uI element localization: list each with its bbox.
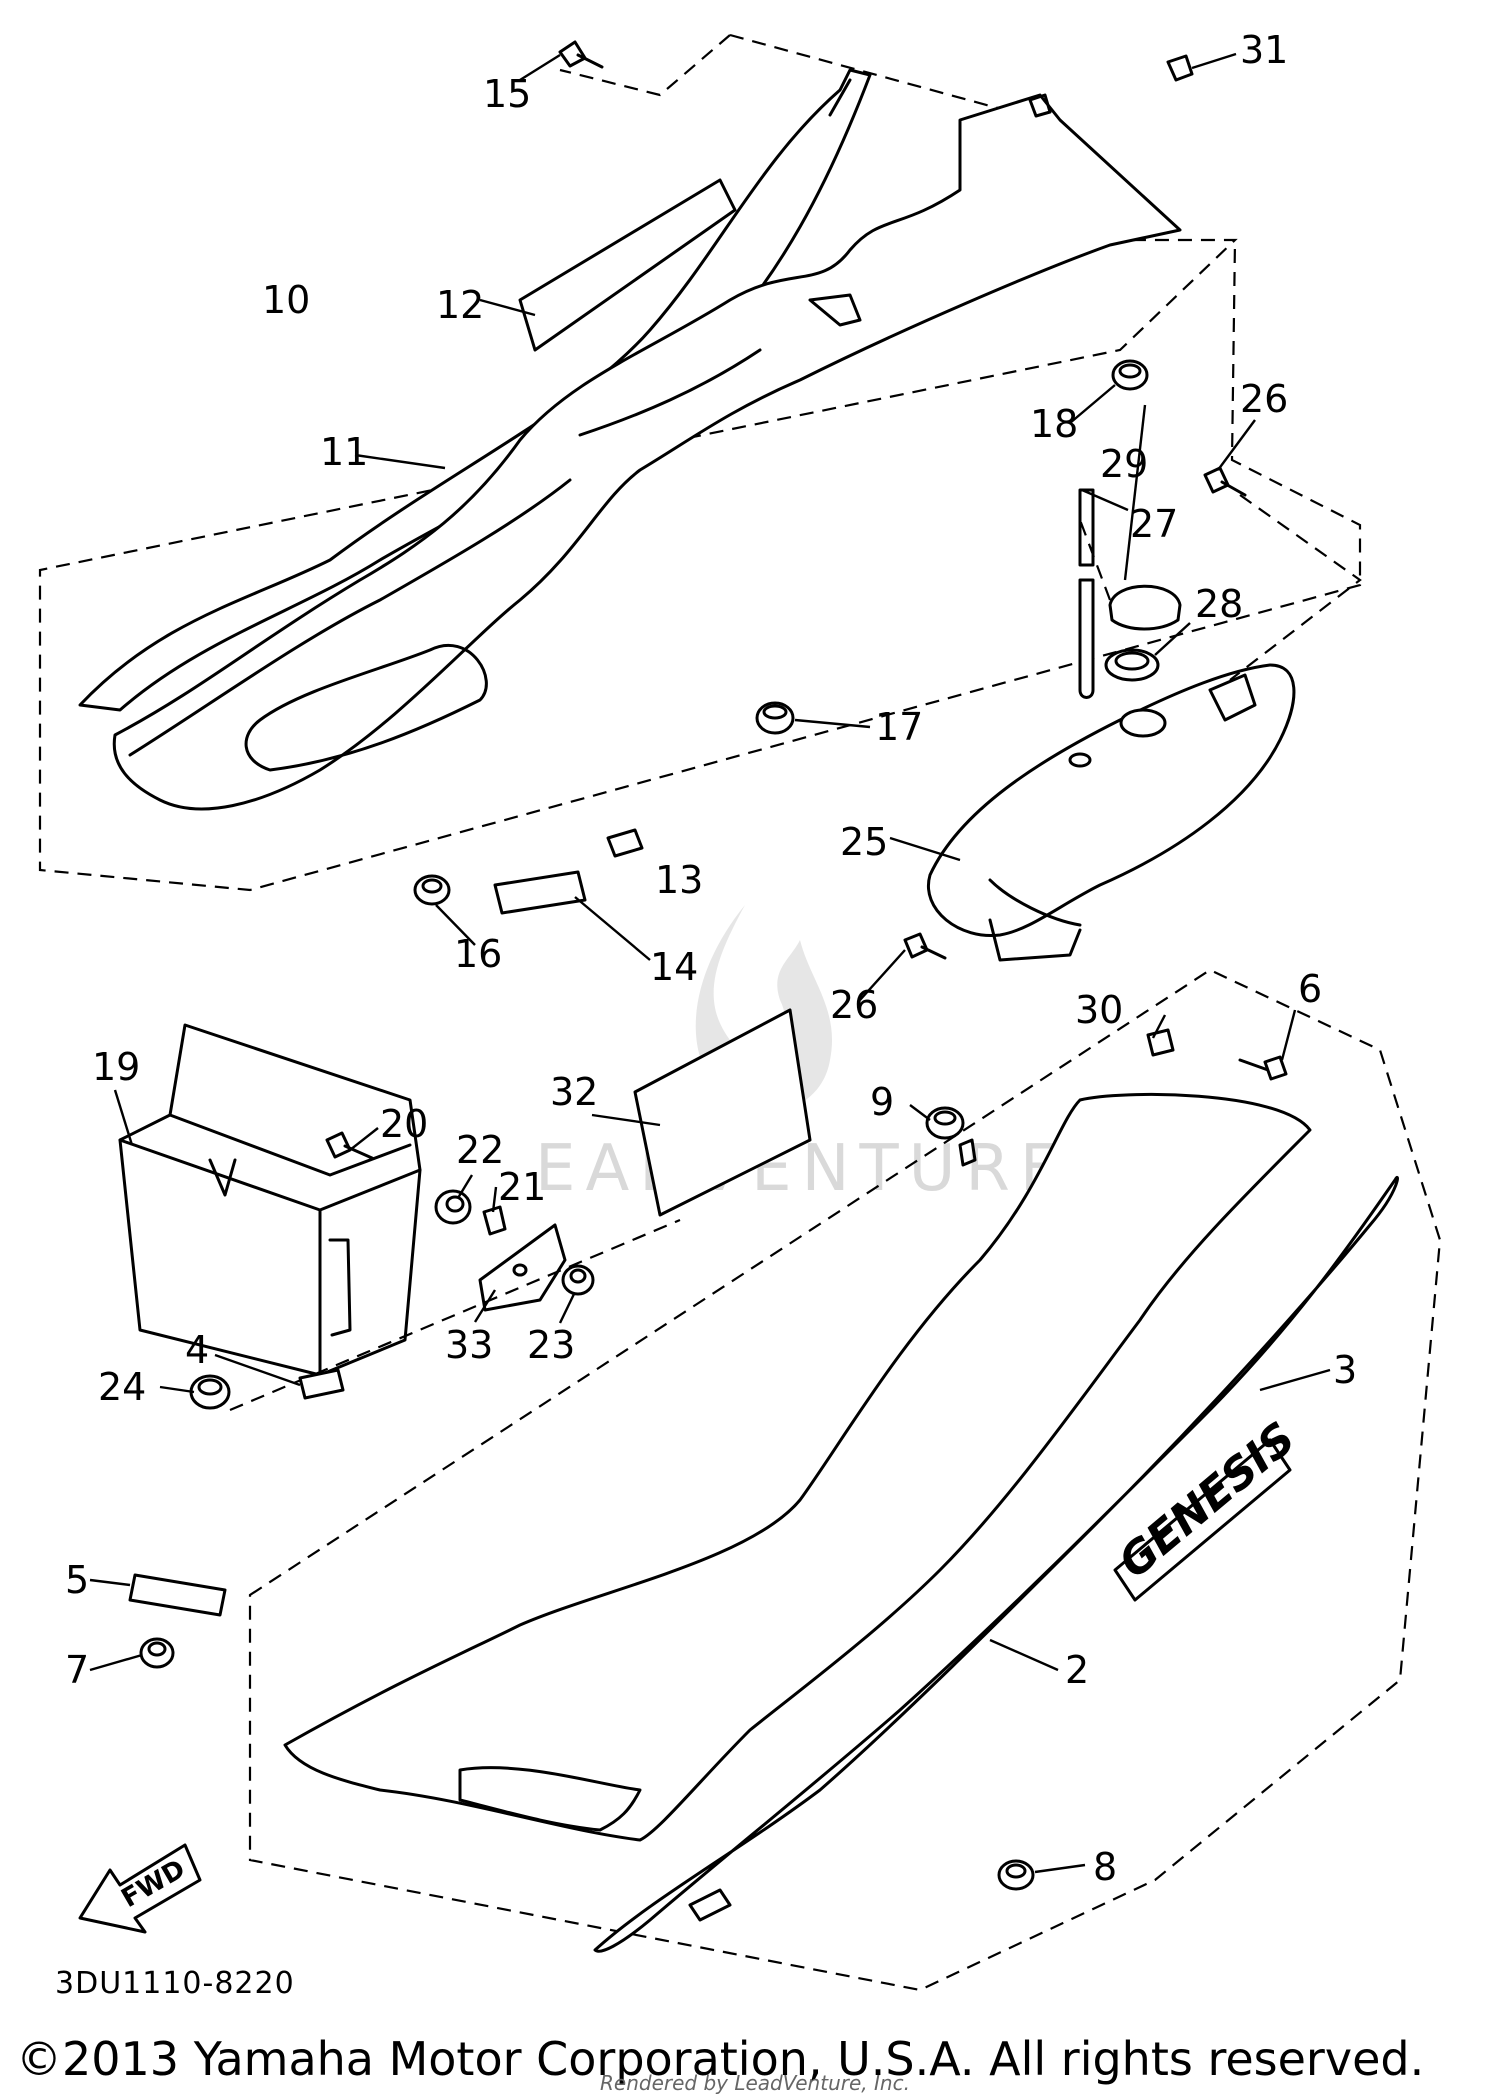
callout-6: 6 — [1298, 967, 1322, 1011]
callout-7: 7 — [65, 1648, 89, 1692]
callout-17: 17 — [875, 705, 923, 749]
callout-4: 4 — [185, 1328, 209, 1372]
callout-5: 5 — [65, 1558, 89, 1602]
callout-13: 13 — [655, 858, 703, 902]
part-31-nut — [1166, 54, 1194, 82]
part-14-pad — [493, 870, 587, 915]
callout-27: 27 — [1130, 502, 1178, 546]
callout-12: 12 — [436, 283, 484, 327]
callout-20: 20 — [380, 1102, 428, 1146]
decal-text: GENESIS — [1109, 1413, 1305, 1589]
watermark: EADVENTURE — [535, 905, 1060, 1206]
callout-31: 31 — [1240, 28, 1288, 72]
tank-dash-lines — [1078, 494, 1362, 681]
callout-19: 19 — [92, 1045, 140, 1089]
callout-33: 33 — [445, 1323, 493, 1367]
copyright-notice: ©2013 Yamaha Motor Corporation, U.S.A. A… — [16, 2032, 1424, 2086]
part-29-hose — [1078, 488, 1095, 699]
callout-22: 22 — [456, 1128, 504, 1172]
callout-26a: 26 — [1240, 377, 1288, 421]
part-19-battery-box — [118, 1023, 422, 1377]
part-17-grommet — [755, 701, 795, 735]
callout-30: 30 — [1075, 988, 1123, 1032]
part-16-grommet — [413, 874, 451, 906]
part-11-trim — [78, 68, 872, 712]
part-26-bolt-lower — [903, 932, 947, 960]
callout-26b: 26 — [830, 983, 878, 1027]
callout-21: 21 — [498, 1165, 546, 1209]
part-32-sticker — [633, 1008, 812, 1217]
callout-23: 23 — [527, 1323, 575, 1367]
part-5-pad — [128, 1573, 227, 1617]
part-28-ring — [1104, 648, 1160, 682]
part-6-bolt — [1238, 1055, 1288, 1081]
part-10-seat-frame — [112, 93, 1182, 811]
leader-lines — [89, 52, 1331, 1874]
part-22-collar — [434, 1189, 472, 1225]
part-1-side-cover — [283, 1092, 1312, 1842]
part-12-sticker — [518, 178, 737, 352]
callout-28: 28 — [1195, 582, 1243, 626]
part-30-clip — [1146, 1028, 1175, 1057]
part-20-bolt — [325, 1131, 374, 1160]
part-23-nut — [561, 1264, 595, 1296]
part-2-stripe — [593, 1176, 1399, 1953]
callout-9: 9 — [870, 1080, 894, 1124]
callout-14: 14 — [650, 945, 698, 989]
part-18-grommet — [1111, 359, 1149, 391]
callout-8: 8 — [1093, 1845, 1117, 1889]
part-26-bolt-upper — [1203, 466, 1247, 497]
callout-24: 24 — [98, 1365, 146, 1409]
callout-labels: 15 31 12 10 11 18 26 29 27 28 17 25 13 1… — [65, 28, 1357, 1889]
callout-2: 2 — [1065, 1648, 1089, 1692]
part-9-grommet — [925, 1106, 965, 1140]
part-13-pad — [606, 828, 644, 858]
fwd-arrow-icon: FWD — [78, 1843, 202, 1934]
callout-29: 29 — [1100, 442, 1148, 486]
callout-11: 11 — [320, 430, 368, 474]
drawing-code: 3DU1110-8220 — [55, 1966, 295, 2001]
callout-3: 3 — [1333, 1348, 1357, 1392]
part-21-spacer — [482, 1205, 507, 1236]
part-8-grommet — [997, 1859, 1035, 1891]
callout-15: 15 — [483, 72, 531, 116]
callout-10: 10 — [262, 278, 310, 322]
callout-18: 18 — [1030, 402, 1078, 446]
part-27-cap — [1108, 584, 1182, 631]
part-24-grommet — [189, 1374, 231, 1410]
part-7-grommet — [139, 1637, 175, 1669]
callout-16: 16 — [454, 932, 502, 976]
part-25-fuel-tank — [927, 663, 1296, 962]
callout-32: 32 — [550, 1070, 598, 1114]
part-15-bolt — [558, 40, 604, 69]
rendered-by-note: Rendered by LeadVenture, Inc. — [600, 2071, 910, 2095]
part-4-pad — [298, 1368, 345, 1400]
callout-25: 25 — [840, 820, 888, 864]
part-33-bracket — [478, 1223, 567, 1312]
part-3-decal: GENESIS — [1109, 1413, 1305, 1602]
